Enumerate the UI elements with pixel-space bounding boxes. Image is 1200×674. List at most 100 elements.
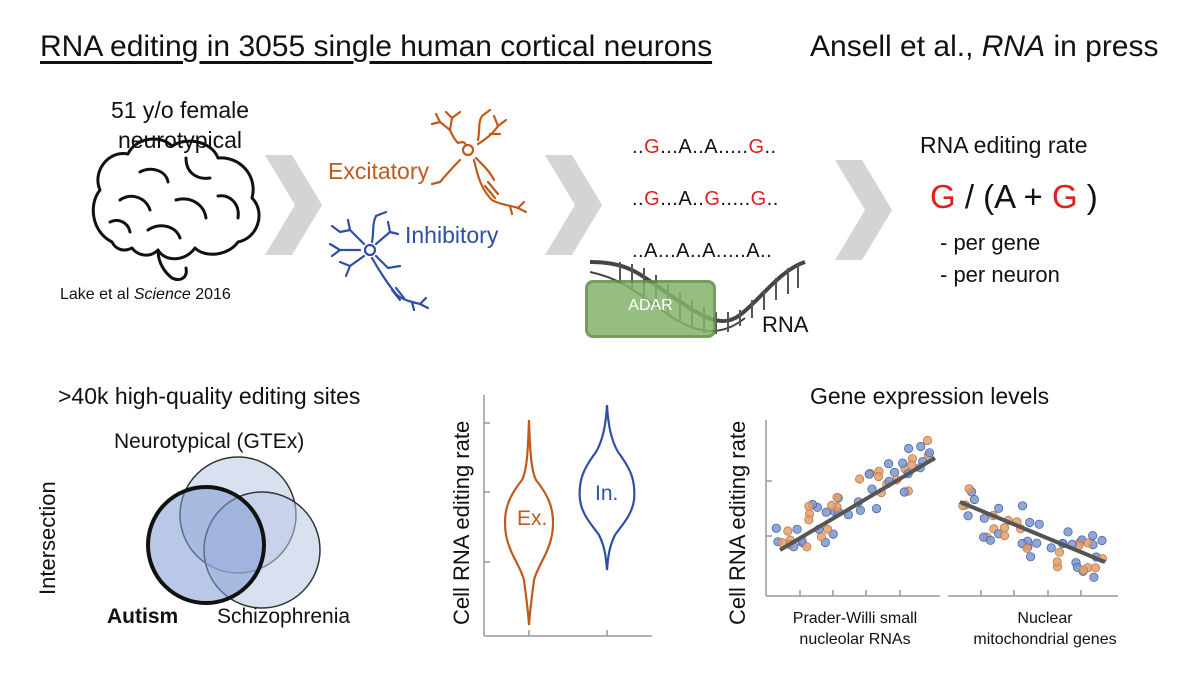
- intersection-label: Intersection: [35, 481, 60, 595]
- sequence-segment: ...A..A.....: [660, 136, 749, 158]
- inhibitory-label: Inhibitory: [405, 222, 499, 248]
- scatter-point: [924, 448, 935, 458]
- autism-label: Autism: [107, 605, 179, 628]
- trend-line-right: [959, 500, 1106, 564]
- donor-description: 51 y/o female neurotypical: [110, 97, 250, 153]
- scatter-point: [873, 471, 884, 482]
- scatter-point: [922, 435, 933, 446]
- sequence-segment: ..: [766, 188, 779, 210]
- scatter-point: [916, 441, 926, 452]
- editing-sites-title: >40k high-quality editing sites: [58, 383, 361, 409]
- scatter-point: [883, 459, 894, 469]
- scatter-point: [1097, 535, 1107, 546]
- scatter-point: [889, 467, 900, 477]
- scatter-point: [1078, 565, 1088, 575]
- scatter-point: [1034, 519, 1044, 529]
- venn-circle-autism: [146, 485, 266, 605]
- scatter-point: [802, 542, 812, 552]
- violin-in-label: In.: [595, 482, 618, 505]
- scatter-point: [1052, 557, 1062, 567]
- sequence-segment: .....: [720, 188, 751, 210]
- chevron-right-icon: [265, 155, 322, 255]
- scatter-point: [1025, 517, 1035, 528]
- scatter-point: [985, 535, 996, 545]
- violin-y-axis-label: Cell RNA editing rate: [449, 420, 474, 625]
- chevron-right-icon: [545, 155, 602, 255]
- scatter-point: [1032, 538, 1042, 548]
- source-reference: Lake et al Science 2016: [60, 286, 231, 303]
- adar-label: ADAR: [628, 297, 673, 314]
- sequence-segment: ..: [632, 136, 645, 158]
- scatter-point: [816, 532, 827, 542]
- scatter-point: [1026, 552, 1036, 562]
- sequence-segment: ..A...A..A.....A..: [632, 240, 773, 262]
- citation: Ansell et al., RNA in press: [810, 30, 1159, 63]
- scatter-point: [964, 484, 974, 494]
- editing-rate-title: RNA editing rate: [920, 132, 1088, 158]
- scatter-point: [804, 501, 814, 511]
- scatter-point: [792, 524, 802, 534]
- violin-ex-label: Ex.: [517, 507, 547, 530]
- edited-base: G: [644, 188, 661, 210]
- scatter-point: [1063, 527, 1073, 537]
- edited-base: G: [748, 136, 765, 158]
- scatter-title: Gene expression levels: [810, 383, 1050, 409]
- sequence-line-2: ..G...A..G.....G..: [632, 188, 779, 211]
- trend-line-left: [778, 456, 937, 552]
- neuron-icon: [328, 210, 430, 312]
- scatter-category-snornas: Prader-Willi small nucleolar RNAs: [792, 610, 918, 648]
- scatter-plot: [765, 420, 1118, 597]
- scatter-y-axis-label: Cell RNA editing rate: [725, 420, 750, 625]
- scatter-point: [821, 507, 831, 517]
- scatter-point: [899, 487, 909, 497]
- scatter-point: [994, 503, 1004, 513]
- scatter-point: [864, 469, 874, 479]
- editing-rate-formula: G / (A + G ): [930, 178, 1098, 215]
- per-neuron-item: - per neuron: [940, 262, 1060, 287]
- scatter-point: [898, 458, 908, 468]
- violin-plot: Ex. In.: [483, 395, 652, 637]
- excitatory-label: Excitatory: [328, 158, 429, 184]
- scatter-point: [999, 523, 1010, 533]
- scatter-category-mito-genes: Nuclear mitochondrial genes: [973, 610, 1117, 648]
- scatter-point: [963, 511, 973, 521]
- edited-base: G: [750, 188, 767, 210]
- brain-icon: [91, 137, 261, 282]
- scatter-point: [1046, 543, 1056, 553]
- scatter-point: [832, 492, 842, 502]
- scatter-point: [969, 494, 980, 505]
- rna-label: RNA: [762, 312, 809, 337]
- sequence-segment: ..: [764, 136, 777, 158]
- sequence-segment: ..: [632, 188, 645, 210]
- sequence-line-3: ..A...A..A.....A..: [632, 240, 772, 263]
- schizophrenia-label: Schizophrenia: [217, 605, 351, 628]
- scatter-point: [783, 526, 793, 536]
- per-gene-item: - per gene: [940, 230, 1041, 255]
- sequence-line-1: ..G...A..A.....G..: [632, 136, 777, 159]
- scatter-point: [822, 524, 833, 534]
- adar-enzyme-box: [585, 280, 716, 338]
- scatter-point: [903, 443, 914, 454]
- gtex-label: Neurotypical (GTEx): [114, 430, 305, 453]
- scatter-point: [1022, 543, 1032, 554]
- scatter-point: [854, 474, 865, 484]
- scatter-point: [1090, 563, 1101, 573]
- page-title: RNA editing in 3055 single human cortica…: [40, 30, 713, 63]
- scatter-point: [1083, 538, 1093, 548]
- scatter-point: [1017, 501, 1028, 511]
- scatter-point: [1089, 572, 1099, 582]
- edited-base: G: [644, 136, 661, 158]
- chevron-right-icon: [835, 160, 892, 260]
- scatter-point: [999, 530, 1010, 541]
- violin-inhibitory: [578, 404, 636, 571]
- scatter-points-left: [771, 435, 935, 552]
- scatter-point: [1054, 547, 1065, 557]
- scatter-point: [827, 500, 837, 511]
- venn-diagram: [146, 456, 321, 609]
- scatter-point: [771, 523, 781, 533]
- violin-excitatory: [503, 419, 555, 626]
- edited-base: G: [704, 188, 721, 210]
- scatter-point: [804, 515, 814, 525]
- scatter-point: [1088, 530, 1098, 541]
